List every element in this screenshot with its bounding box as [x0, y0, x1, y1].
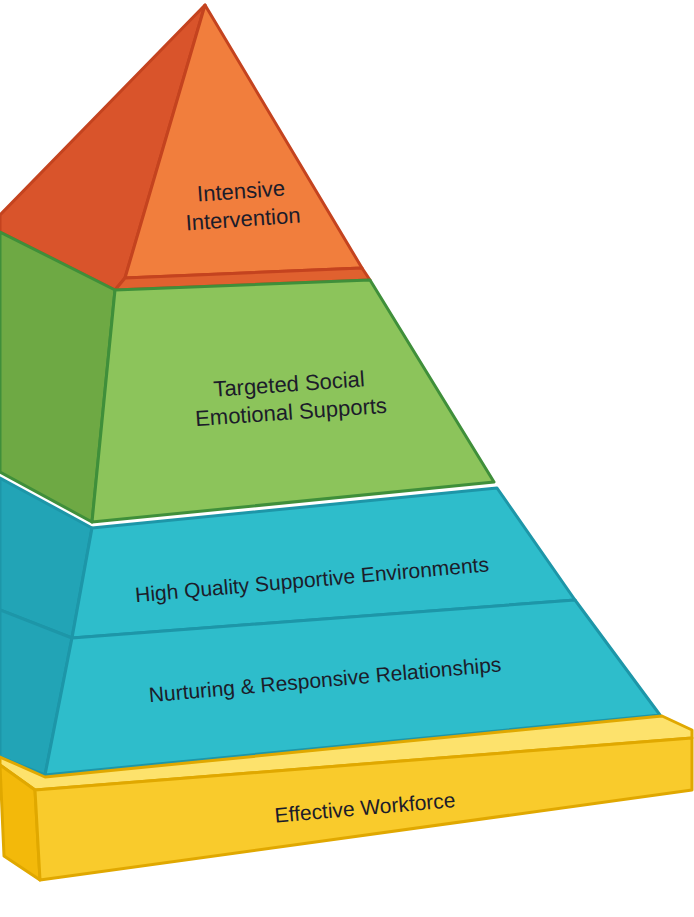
tier-label: Intensive Intervention	[160, 172, 323, 238]
tier-face	[35, 738, 692, 880]
intervention-tier: Intensive Intervention	[0, 5, 370, 290]
tier-face	[125, 5, 362, 278]
workforce-base: Effective Workforce	[0, 716, 692, 880]
tier-shape	[0, 5, 370, 290]
tier-face	[92, 280, 494, 522]
tier-face	[0, 765, 40, 880]
label-holder: Intensive Intervention	[160, 172, 323, 238]
support-tier: Targeted Social Emotional Supports	[0, 232, 494, 522]
